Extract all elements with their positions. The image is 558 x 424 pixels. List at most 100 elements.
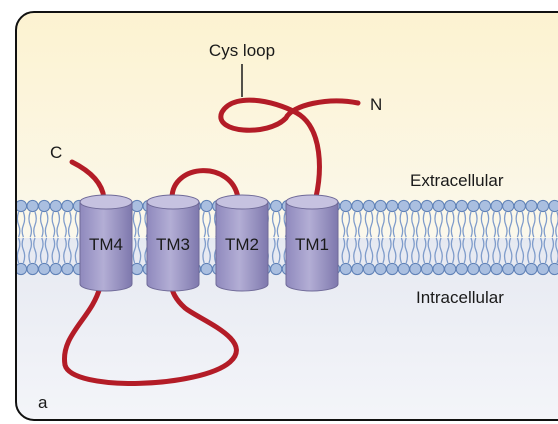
lipid-head (502, 199, 515, 213)
lipid-tail (33, 211, 37, 238)
lipid-tail (137, 211, 142, 238)
lipid-tail (44, 211, 49, 238)
lipid-tail (276, 237, 281, 264)
lipid-head (351, 262, 364, 276)
lipid-tail (434, 211, 439, 238)
lipid-tail (543, 237, 548, 264)
lipid-tail (202, 237, 207, 264)
lipid-tail (21, 211, 26, 238)
lipid-tail (543, 211, 548, 238)
lipid-tail (538, 237, 543, 264)
lipid-head (351, 199, 364, 213)
lipid-tail (346, 237, 351, 264)
lipid-head (386, 199, 399, 213)
lipid-head (374, 262, 387, 276)
n-terminal-domain-with-cys-loop (218, 97, 361, 200)
lipid-tail (341, 211, 346, 238)
helix-label-tm1: TM1 (295, 235, 329, 254)
n-terminus-label: N (370, 95, 382, 114)
peptide-chain (62, 97, 361, 386)
lipid-tail (56, 211, 61, 238)
lipid-head (455, 199, 468, 213)
lipid-tail (427, 237, 432, 264)
transmembrane-helices: TM4 TM3 TM2 TM1 (79, 194, 339, 292)
lipid-tail (63, 211, 67, 238)
lipid-tail (364, 237, 369, 264)
lipid-tail (492, 237, 497, 264)
lipid-head (16, 262, 28, 276)
lipid-tail (51, 237, 56, 264)
lipid-tail (445, 211, 450, 238)
lipid-tail (39, 211, 44, 238)
intracellular-label: Intracellular (416, 288, 504, 307)
lipid-head (397, 262, 410, 276)
lipid-tail (357, 211, 362, 238)
lipid-tail (508, 211, 513, 238)
lipid-tail (427, 211, 432, 238)
helix-tm4: TM4 (79, 194, 133, 292)
lipid-head (444, 199, 457, 213)
lipid-tail (51, 211, 56, 238)
lipid-tail (462, 211, 467, 238)
lipid-head (397, 199, 410, 213)
lipid-tail (434, 237, 439, 264)
lipid-tail (439, 237, 443, 264)
lipid-tail (480, 237, 485, 264)
lipid-tail (492, 211, 497, 238)
lipid-tail (445, 237, 450, 264)
lipid-tail (497, 237, 501, 264)
lipid-tail (341, 237, 346, 264)
lipid-head (362, 262, 376, 276)
lipid-tail (439, 211, 443, 238)
lipid-tail (469, 211, 473, 238)
lipid-head (548, 199, 558, 213)
tm2-tm3-extracellular-loop (169, 168, 241, 201)
lipid-tail (369, 237, 374, 264)
lipid-tail (21, 237, 26, 264)
lipid-head (200, 262, 213, 276)
lipid-head (339, 199, 352, 213)
lipid-head (536, 199, 550, 213)
lipid-tail (538, 211, 543, 238)
lipid-tail (67, 237, 72, 264)
helix-label-tm4: TM4 (89, 235, 123, 254)
lipid-head (270, 262, 283, 276)
lipid-head (536, 262, 550, 276)
lipid-head (525, 262, 538, 276)
lipid-tail (207, 211, 211, 238)
lipid-tail (457, 211, 462, 238)
figure-frame (15, 11, 558, 421)
lipid-head (502, 262, 515, 276)
lipid-tail (16, 237, 21, 264)
lipid-tail (392, 237, 397, 264)
lipid-head (339, 262, 352, 276)
lipid-tail (369, 211, 374, 238)
lipid-tail (132, 211, 137, 238)
lipid-tail (550, 237, 555, 264)
lipid-tail (276, 211, 281, 238)
lipid-head (362, 199, 376, 213)
lipid-tail (74, 211, 79, 238)
lipid-tail (56, 237, 61, 264)
lipid-head (467, 199, 480, 213)
lipid-tail (485, 211, 490, 238)
lipid-tail (497, 211, 501, 238)
lipid-head (432, 262, 445, 276)
lipid-tail (387, 211, 392, 238)
lipid-head (420, 262, 434, 276)
lipid-tail (515, 211, 520, 238)
lipid-head (49, 199, 62, 213)
helix-tm3: TM3 (146, 194, 200, 292)
lipid-tail (527, 211, 531, 238)
lipid-tail (422, 237, 427, 264)
lipid-tail (399, 237, 404, 264)
lipid-head (61, 262, 74, 276)
lipid-tail (508, 237, 513, 264)
lipid-tail (520, 211, 525, 238)
lipid-tail (404, 237, 409, 264)
lipid-head (200, 199, 213, 213)
lipid-tail (376, 237, 381, 264)
panel-label: a (38, 393, 48, 412)
helix-label-tm3: TM3 (156, 235, 190, 254)
